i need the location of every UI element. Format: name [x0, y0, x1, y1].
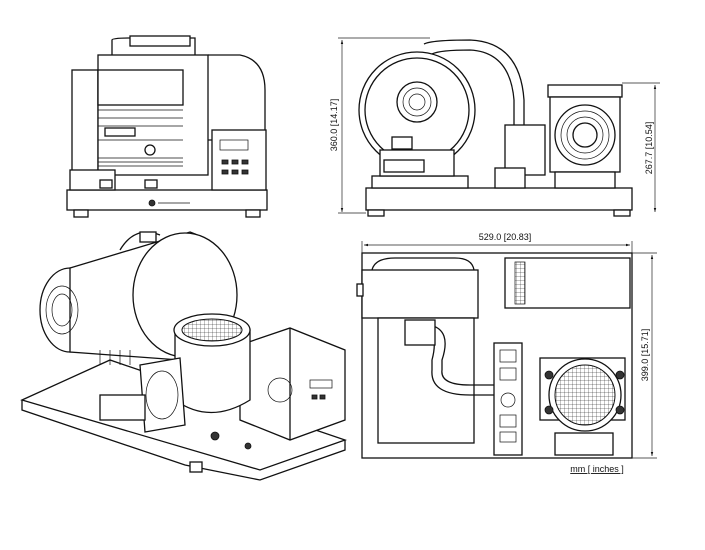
front-view: [66, 35, 268, 218]
dimension-height-total: 360.0 [14.17]: [329, 99, 339, 152]
dimension-width-total: 529.0 [20.83]: [479, 232, 532, 242]
dimension-depth-total: 399.0 [15.71]: [640, 329, 650, 382]
side-view: 360.0 [14.17] 267.7 [10.54]: [329, 37, 660, 217]
units-label: mm [ inches ]: [570, 464, 624, 474]
dimension-height-pump: 267.7 [10.54]: [644, 122, 654, 175]
top-view: 529.0 [20.83] 399.0 [15.71] mm [ inches …: [356, 232, 657, 474]
isometric-view: [20, 231, 347, 481]
